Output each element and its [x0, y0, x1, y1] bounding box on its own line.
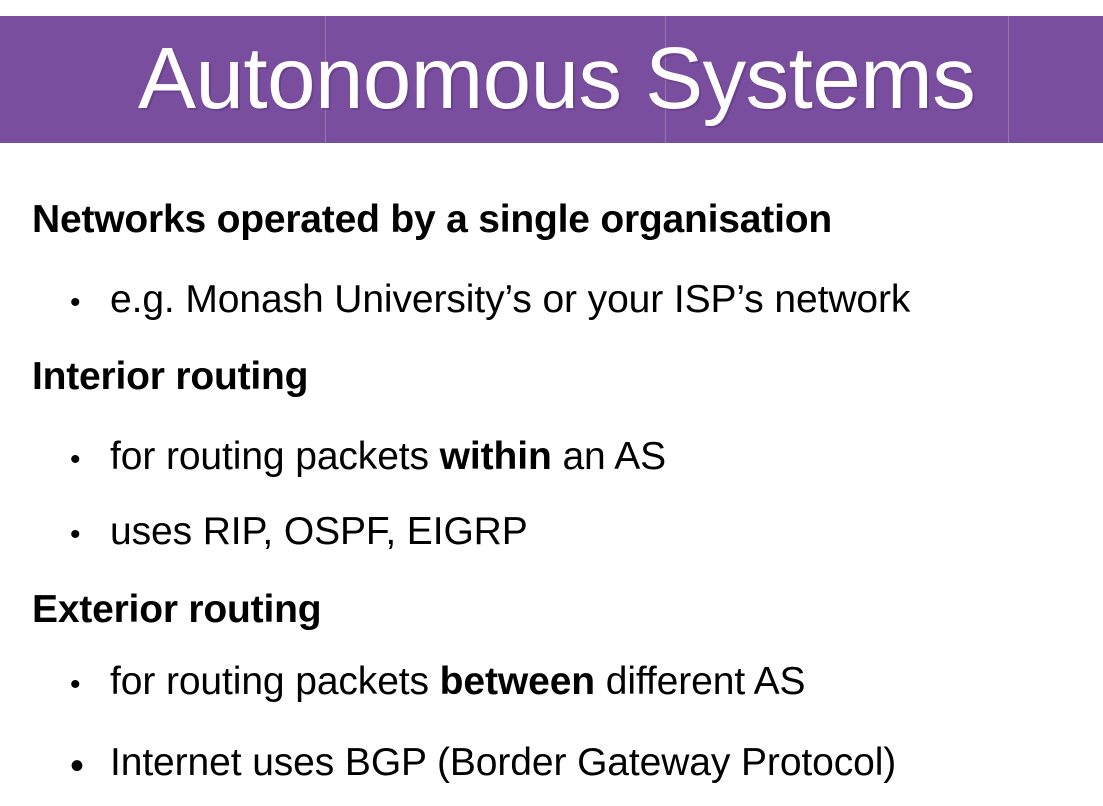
banner-divider	[1008, 16, 1009, 143]
bullet-item: • Internet uses BGP (Border Gateway Proto…	[70, 740, 897, 788]
bullet-item: • e.g. Monash University’s or your ISP’s …	[70, 278, 910, 325]
bullet-marker-icon: •	[70, 443, 81, 476]
title-banner: Autonomous Systems	[0, 16, 1103, 143]
bullet-item: • for routing packets within an AS	[70, 435, 666, 482]
bullet-marker-icon: •	[70, 518, 81, 551]
body-heading: Networks operated by a single organisati…	[32, 198, 832, 241]
bullet-text: uses RIP, OSPF, EIGRP	[110, 510, 528, 553]
bullet-marker-icon: •	[70, 286, 81, 319]
bullet-marker-icon: •	[70, 668, 81, 701]
bullet-text-emphasis: within	[439, 435, 552, 478]
body-heading: Exterior routing	[32, 588, 322, 631]
bullet-item: • uses RIP, OSPF, EIGRP	[70, 510, 528, 557]
bullet-text-suffix: an AS	[551, 435, 667, 478]
body-heading: Interior routing	[32, 355, 309, 398]
bullet-text-prefix: for routing packets	[110, 435, 440, 478]
slide-title: Autonomous Systems	[138, 30, 976, 127]
banner-divider	[325, 16, 326, 143]
bullet-text: e.g. Monash University’s or your ISP’s n…	[110, 278, 911, 321]
bullet-text-emphasis: between	[439, 660, 596, 703]
banner-divider	[665, 16, 666, 143]
bullet-text-prefix: for routing packets	[110, 660, 440, 703]
bullet-marker-icon: •	[70, 744, 85, 788]
bullet-text: for routing packets between different AS	[110, 660, 806, 703]
bullet-text-suffix: different AS	[595, 660, 806, 703]
bullet-text: Internet uses BGP (Border Gateway Protoc…	[110, 741, 897, 784]
slide-body: Networks operated by a single organisati…	[0, 143, 1103, 806]
bullet-text: for routing packets within an AS	[110, 435, 666, 478]
bullet-item: • for routing packets between different A…	[70, 660, 806, 707]
